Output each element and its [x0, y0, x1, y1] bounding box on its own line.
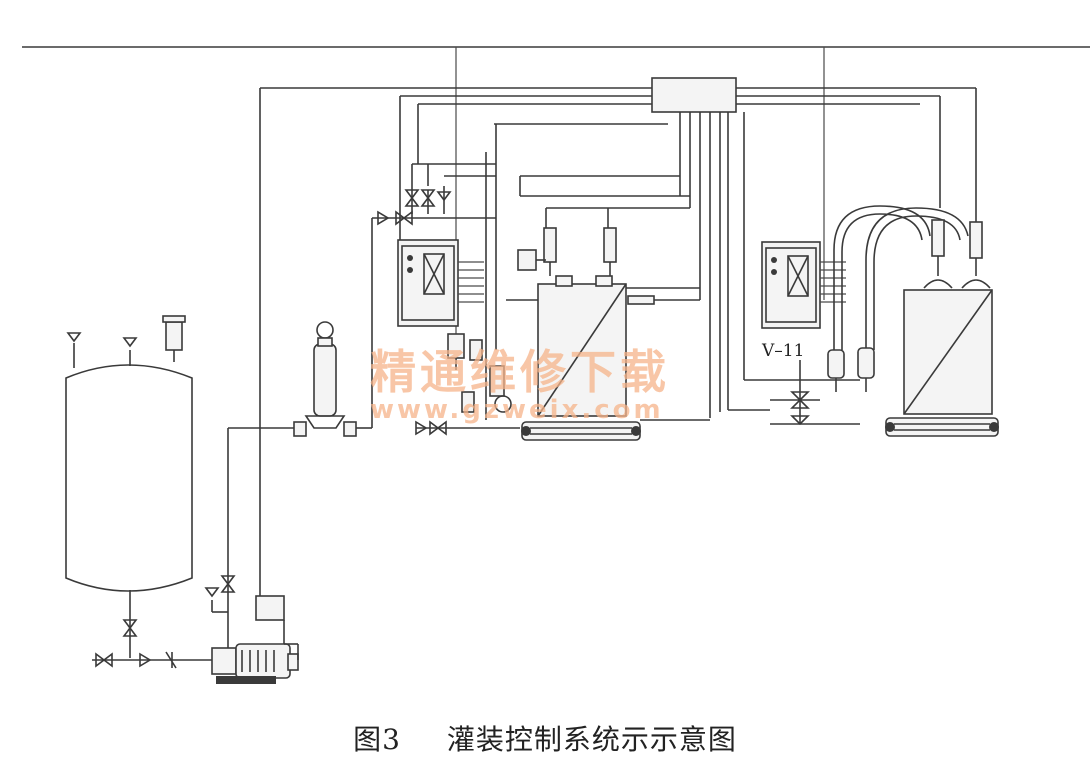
tank-vent-filter: [165, 321, 183, 351]
filling-tank-right: [903, 289, 993, 415]
watermark-url: www.gzweix.com: [370, 395, 664, 425]
metering-devices-right: [827, 347, 875, 392]
storage-tank: [65, 315, 193, 658]
figure-title: 灌装控制系统示示意图: [446, 723, 737, 756]
watermark-title: 精通维修下载: [370, 345, 670, 399]
valve-tag-label: V–11: [761, 341, 804, 361]
precision-filter: [293, 321, 372, 437]
filling-hoses-right: [833, 205, 991, 350]
conveyor-right: [885, 417, 999, 437]
central-controller: [651, 77, 737, 113]
level-probes-left: [517, 227, 617, 276]
control-cabinet-right: [761, 241, 846, 329]
metering-devices-left: [415, 333, 710, 436]
pressure-switch: [255, 595, 285, 621]
valve-cluster: [404, 163, 496, 219]
feed-pump: [211, 643, 299, 684]
figure-caption: 图3 灌装控制系统示示意图: [0, 718, 1090, 758]
conveyor-left: [521, 421, 641, 441]
valve-v11: [728, 360, 860, 426]
filling-tank-left: [506, 275, 701, 417]
suction-line: [92, 651, 216, 669]
control-cabinet-left: [397, 239, 484, 327]
figure-number: 图3: [353, 723, 401, 756]
